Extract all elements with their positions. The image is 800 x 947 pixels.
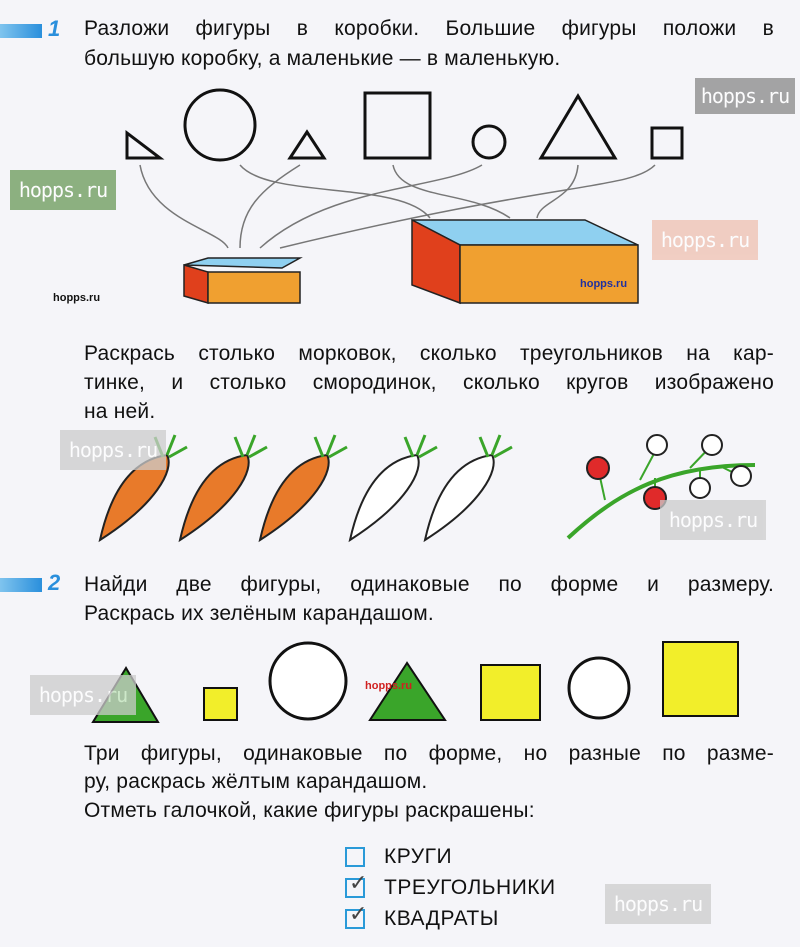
watermark: hopps.ru [660, 500, 766, 540]
watermark: hopps.ru [10, 170, 116, 210]
watermark: hopps.ru [60, 430, 166, 470]
checkbox-circles[interactable] [345, 847, 365, 867]
connecting-lines [139, 164, 656, 249]
circle-large [268, 641, 348, 721]
watermark-text: hopps.ru [580, 278, 628, 290]
big-box [411, 218, 639, 305]
small-triangle [287, 129, 327, 160]
task-number: 2 [48, 570, 61, 595]
yellow-large-square [662, 641, 739, 717]
task-number: 1 [48, 16, 61, 41]
big-circle [183, 88, 257, 162]
watermark: hopps.ru [30, 675, 136, 715]
small-right-triangle [125, 129, 165, 160]
task-marker-bar [0, 578, 42, 592]
instruction-line: Разложи фигуры в коробки. Большие фигуры… [84, 17, 774, 40]
instruction-line: большую коробку, а маленькие — в маленьк… [84, 47, 561, 70]
small-box [183, 257, 303, 304]
instruction-line: Раскрась их зелёным карандашом. [84, 602, 434, 625]
instruction-line: Три фигуры, одинаковые по форме, но разн… [84, 742, 774, 765]
checkbox-squares[interactable]: ✓ [345, 903, 367, 929]
circle-medium [567, 656, 631, 720]
carrot [178, 434, 268, 543]
option-label: КВАДРАТЫ [384, 907, 499, 930]
instruction-line: тинке, и столько смородинок, сколько кру… [84, 371, 774, 394]
watermark-text: hopps.ru [365, 680, 413, 692]
small-square [650, 126, 684, 160]
big-square [363, 91, 432, 160]
carrot [258, 434, 348, 543]
checkbox-triangles[interactable]: ✓ [345, 872, 367, 898]
watermark: hopps.ru [695, 78, 795, 114]
option-label: КРУГИ [384, 845, 453, 868]
carrots [98, 434, 513, 543]
instruction-line: Раскрась столько морковок, сколько треуг… [84, 342, 774, 365]
watermark: hopps.ru [605, 884, 711, 924]
carrot-uncolored [348, 434, 438, 543]
watermark-text: hopps.ru [53, 292, 101, 304]
instruction-line: ру, раскрась жёлтым карандашом. [84, 770, 428, 793]
carrot-uncolored [423, 434, 513, 543]
green-triangle-2 [368, 661, 447, 721]
small-circle [471, 124, 507, 160]
yellow-medium-square [480, 664, 541, 721]
instruction-line: Отметь галочкой, какие фигуры раскрашены… [84, 799, 535, 822]
instruction-line: Найди две фигуры, одинаковые по форме и … [84, 573, 774, 596]
yellow-small-square [203, 687, 238, 721]
task-marker-bar [0, 24, 42, 38]
instruction-line: на ней. [84, 400, 156, 423]
check-mark-icon: ✓ [349, 901, 368, 926]
option-label: ТРЕУГОЛЬНИКИ [384, 876, 556, 899]
watermark: hopps.ru [652, 220, 758, 260]
check-mark-icon: ✓ [349, 870, 368, 895]
big-triangle [538, 93, 618, 160]
